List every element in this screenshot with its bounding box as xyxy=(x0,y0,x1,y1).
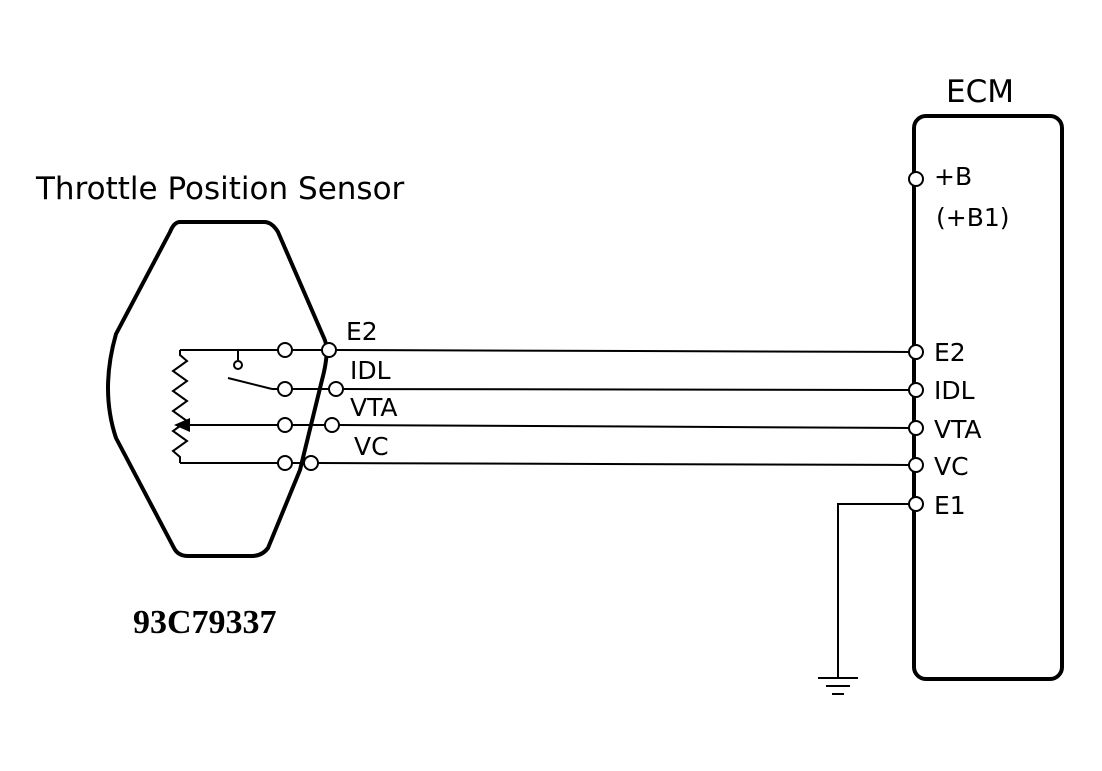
ecm-power-label: +B xyxy=(934,162,972,191)
sensor-title: Throttle Position Sensor xyxy=(35,171,405,207)
idl-switch-contact xyxy=(233,360,243,370)
ecm-terminal-vta xyxy=(908,420,924,436)
ecm-pin-label-idl: IDL xyxy=(934,376,975,405)
ecm-pin-label-vta: VTA xyxy=(934,415,982,444)
sensor-connector-terminal-idl xyxy=(328,381,344,397)
sensor-inner-terminal-vta xyxy=(277,417,293,433)
harness-wire-vta xyxy=(338,424,911,429)
sensor-pin-label-vta: VTA xyxy=(350,393,398,422)
sensor-inner-terminal-vc xyxy=(277,455,293,471)
sensor-connector-terminal-vc xyxy=(303,455,319,471)
harness-wire-vc xyxy=(317,462,911,466)
ecm-title: ECM xyxy=(946,74,1014,110)
sensor-housing xyxy=(106,220,329,558)
ecm-terminal-e1 xyxy=(908,496,924,512)
harness-wire-idl xyxy=(342,388,911,391)
idl-switch-blade xyxy=(227,377,273,390)
ecm-terminal-power xyxy=(908,171,924,187)
e1-ground-wire xyxy=(837,503,910,678)
ecm-pin-label-vc: VC xyxy=(934,452,969,481)
sensor-pin-label-vc: VC xyxy=(354,432,389,461)
ecm-pin-label-e2: E2 xyxy=(934,338,966,367)
sensor-inner-terminal-e2 xyxy=(277,342,293,358)
ecm-terminal-idl xyxy=(908,382,924,398)
potentiometer-resistor xyxy=(171,350,189,463)
sensor-pin-label-e2: E2 xyxy=(346,317,378,346)
ecm-terminal-e2 xyxy=(908,344,924,360)
sensor-connector-terminal-e2 xyxy=(321,342,337,358)
figure-id: 93C79337 xyxy=(133,604,277,641)
ecm-power-sub-label: (+B1) xyxy=(936,203,1010,232)
sensor-connector-terminal-vta xyxy=(324,417,340,433)
sensor-inner-terminal-idl xyxy=(277,381,293,397)
ecm-terminal-vc xyxy=(908,457,924,473)
ecm-pin-label-e1: E1 xyxy=(934,491,966,520)
potentiometer-wiper-arrow xyxy=(174,418,190,432)
harness-wire-e2 xyxy=(335,349,911,353)
sensor-pin-label-idl: IDL xyxy=(350,356,391,385)
